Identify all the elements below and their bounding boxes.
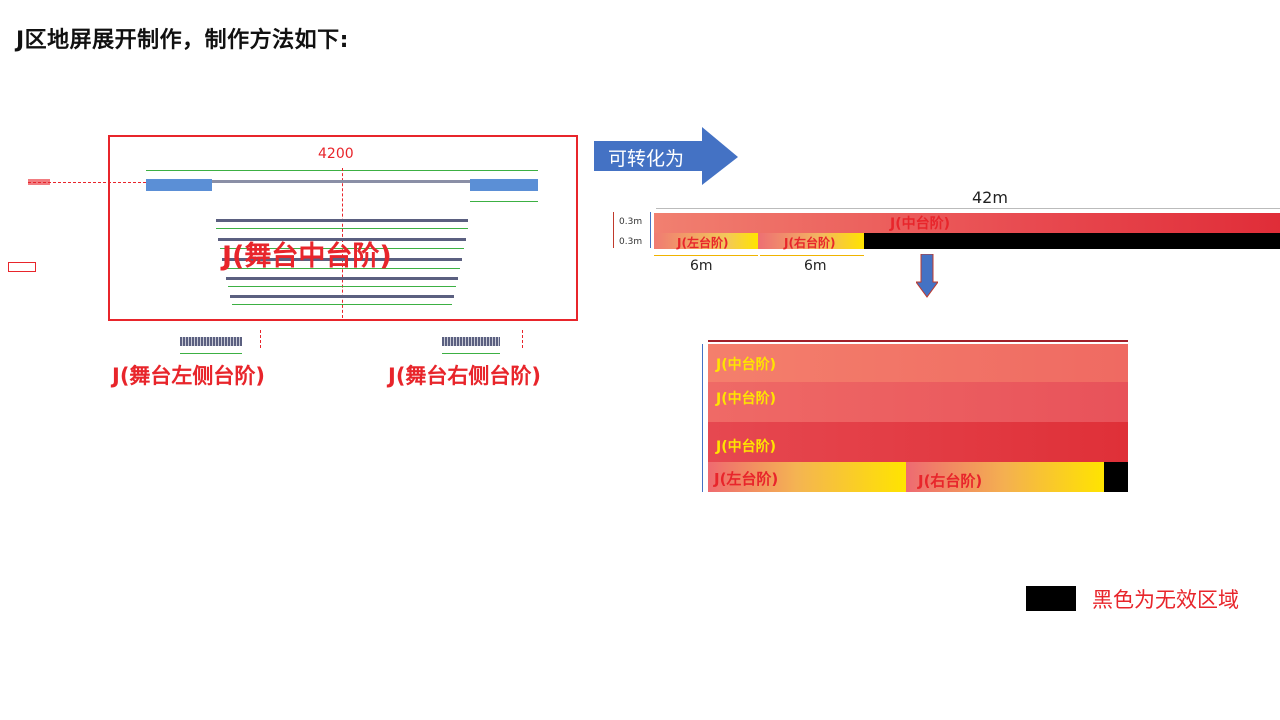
top-right-panel [470,179,538,191]
strip-invalid-area [864,233,1280,249]
legend: 黑色为无效区域 [1026,584,1276,616]
stacked-invalid-area [1104,462,1128,492]
left-step-tick [260,330,261,348]
width-left: 6m [690,258,713,274]
dimension-value: 4200 [318,146,354,162]
strip-left-row [654,233,758,249]
stacked-row-1-label: J(中台阶) [716,357,777,373]
step-line [224,268,460,269]
width-dim-line-right [760,255,864,256]
strip-right-label: J(右台阶) [784,236,836,250]
convert-arrow: 可转化为 [594,127,740,187]
stacked-left-label: J(左台阶) [714,470,779,488]
width-right: 6m [804,258,827,274]
top-bar [212,180,470,183]
step-line [216,228,468,229]
step-line [222,258,462,261]
right-step-label: J(舞台右侧台阶) [388,364,542,388]
row-height-arrow-2 [650,212,651,248]
center-step-label: J(舞台中台阶) [222,241,392,272]
stacked-row-3-label: J(中台阶) [716,439,777,455]
convert-label: 可转化为 [608,148,685,170]
stage-outline [108,135,578,321]
row-height-top: 0.3m [619,217,643,227]
step-line [218,238,466,241]
step-line [232,304,452,305]
center-line [342,168,343,318]
legend-swatch [1026,586,1076,611]
stacked-row-3 [708,422,1128,462]
reference-line [28,182,146,183]
step-line [230,295,454,298]
width-dim-line-left [654,255,758,256]
row-height-arrow [613,212,614,248]
unfolded-strip: 42m 0.3m 0.3m J(中台阶) J(左台阶) J(右台阶) 6m 6m [600,180,1280,280]
stacked-height-line [702,344,703,492]
step-line [226,277,458,280]
strip-middle-row [654,213,1280,233]
legend-text: 黑色为无效区域 [1092,588,1239,612]
stacked-left-row [708,462,906,492]
page-title: J区地屏展开制作，制作方法如下: [16,28,349,53]
stacked-row-1 [708,344,1128,382]
strip-length-line [656,208,1280,209]
stacked-row-2 [708,382,1128,422]
right-step-tick [522,330,523,348]
strip-length: 42m [972,188,1008,207]
down-arrow-icon [916,254,938,298]
strip-middle-label: J(中台阶) [890,216,951,232]
left-step-block [180,337,242,346]
step-line [216,219,468,222]
step-line [228,286,456,287]
stacked-width-line [708,340,1128,342]
left-step-dim [180,353,242,354]
row-height-bottom: 0.3m [619,237,643,247]
stacked-layout: J(中台阶) J(中台阶) J(中台阶) J(左台阶) J(右台阶) [690,332,1140,502]
stacked-row-2-label: J(中台阶) [716,391,777,407]
step-line [220,248,464,249]
side-marker [8,262,36,272]
reference-tick [28,179,50,185]
strip-left-label: J(左台阶) [677,236,729,250]
right-step-dim [442,353,500,354]
stacked-right-row [906,462,1104,492]
right-arrow-icon [594,127,738,185]
dimension-line-right [470,201,538,202]
stacked-right-label: J(右台阶) [918,472,983,490]
right-step-block [442,337,500,346]
strip-right-row [758,233,864,249]
top-left-panel [146,179,212,191]
left-step-label: J(舞台左侧台阶) [112,364,266,388]
stage-plan: 4200 J(舞台中台阶) J(舞台左侧台阶) J(舞台右侧台阶) [0,120,600,400]
